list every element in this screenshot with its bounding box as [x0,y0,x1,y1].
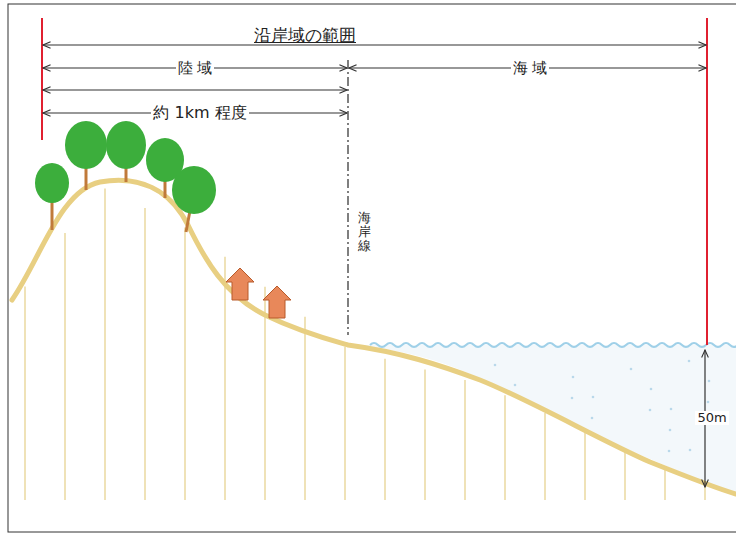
land-label: 陸 域 [176,60,215,77]
distance-label: 約 1km 程度 [151,104,248,122]
coastline-label: 海岸線 [358,209,371,256]
range-title: 沿岸域の範囲 [252,26,358,45]
depth-label: 50m [695,411,728,425]
sea-label: 海 域 [511,60,550,77]
